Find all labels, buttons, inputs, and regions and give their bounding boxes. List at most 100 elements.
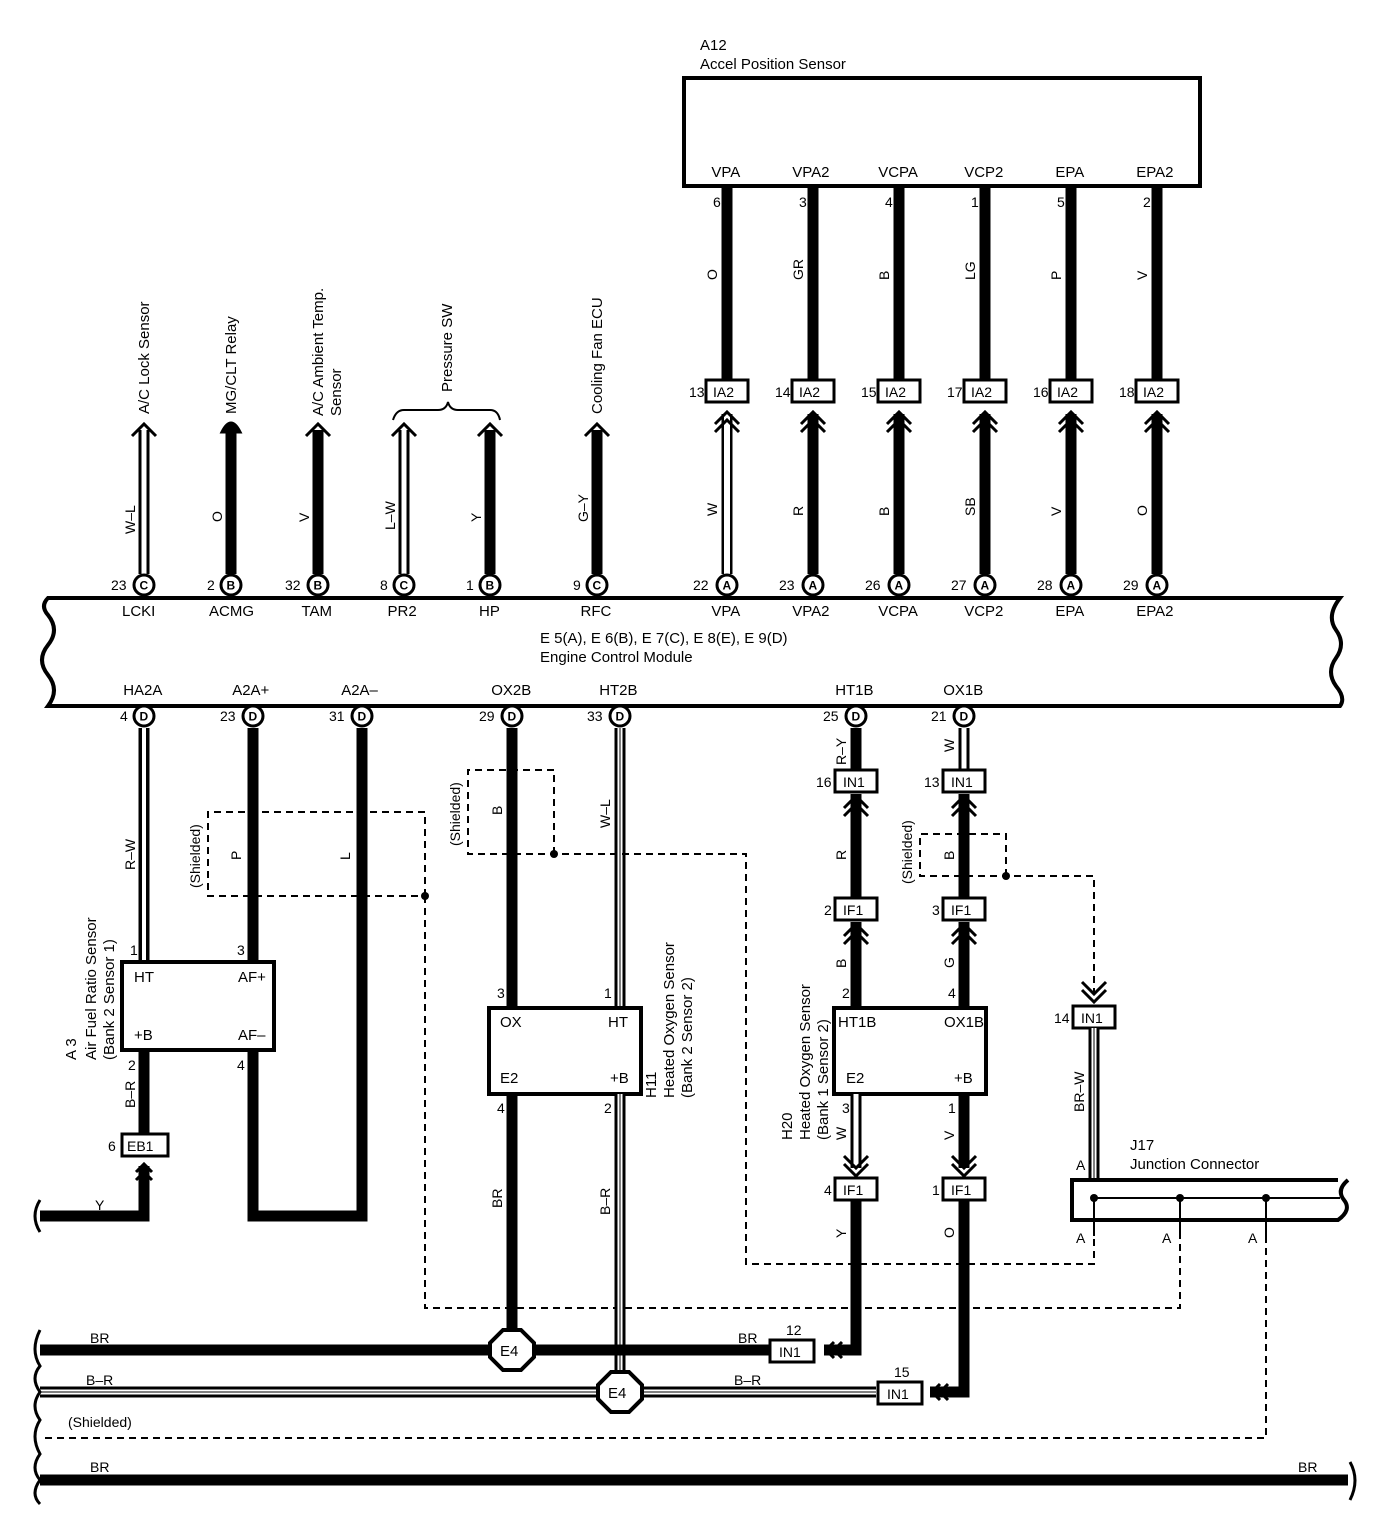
connector-if1_4-pin: 4 [824, 1182, 832, 1198]
wire-label-pr2: L–W [382, 500, 398, 530]
a3-sub: (Bank 2 Sensor 1) [101, 939, 118, 1060]
pin-tam: 32 [285, 577, 301, 593]
ground-e4-1-label: E4 [500, 1343, 518, 1360]
a3-code: A 3 [63, 1038, 80, 1060]
bottom-conn-2 [350, 704, 374, 728]
sensor-pin-epa: 5 [1057, 194, 1065, 210]
connector-in1_14-pin: 14 [1054, 1010, 1070, 1026]
connector-if1_3-id: IF1 [951, 902, 971, 918]
connector-ia2-14-id: IA2 [799, 384, 820, 400]
h11-name: Heated Oxygen Sensor [661, 942, 678, 1098]
h11-pinno-4: 4 [497, 1100, 505, 1116]
h11-pin-ht: HT [608, 1014, 628, 1031]
wire-label-h11-b: B–R [597, 1188, 613, 1215]
bottom-pin-3: 29 [479, 708, 495, 724]
h11-pin-b: +B [610, 1070, 629, 1087]
bottom-pin-2: 31 [329, 708, 345, 724]
connector-in1_15-pin: 15 [894, 1364, 910, 1380]
bottom-pin-5: 25 [823, 708, 839, 724]
bottom-pin-0: 4 [120, 708, 128, 724]
h11-shield-label: (Shielded) [447, 782, 463, 846]
ecm-term-vpa2: VPA2 [792, 603, 829, 620]
j17-pin-a1: A [1076, 1230, 1086, 1246]
term-pr2: PR2 [388, 603, 417, 620]
connector-ia2-13 [704, 378, 750, 404]
wire-label-top-vcp2: LG [962, 261, 978, 280]
connector-eb1-pin: 6 [108, 1138, 116, 1154]
h20-code: H20 [779, 1112, 796, 1140]
conn-epa [1059, 573, 1083, 597]
wire-label-acmg: O [209, 511, 225, 522]
h20-shield [919, 833, 1095, 996]
bottom-conn-1-letter: D [249, 710, 258, 724]
a3-pin-af-plus: AF+ [238, 969, 266, 986]
wire-label-hp: Y [468, 512, 484, 522]
connector-eb1 [120, 1132, 170, 1158]
a3-pinno-2: 2 [128, 1057, 136, 1073]
h20-pinno-2: 2 [842, 985, 850, 1001]
pin-vcp2: 27 [951, 577, 967, 593]
conn-hp [478, 573, 502, 597]
bottom-conn-4 [608, 704, 632, 728]
sensor-term-epa: EPA [1055, 164, 1084, 181]
a3-shield [207, 811, 1181, 1309]
connector-if1-3: IF1 3 [932, 896, 987, 946]
a3-air-fuel-ratio-sensor: R–W P L (Shielded) HT +B AF+ AF– 1 2 3 4… [40, 728, 1181, 1309]
h11-pin-e2: E2 [500, 1070, 518, 1087]
a3-body [120, 960, 276, 1052]
connector-ia2-14 [790, 378, 836, 404]
wire-label-if1-1-out: O [941, 1227, 957, 1238]
connector-in1_13-pin: 13 [924, 774, 940, 790]
bottom-term-label-0: HA2A [123, 682, 162, 699]
wire-label-ht1b-low: B [833, 959, 849, 968]
dest-rfc: Cooling Fan ECU [589, 297, 606, 414]
connector-ia2-18-id: IA2 [1143, 384, 1164, 400]
wire-label-ox2b: B [489, 806, 505, 815]
bottom-shield-line [40, 1236, 1267, 1439]
wire-label-h20-e2: W [833, 1126, 849, 1140]
pin-hp: 1 [466, 577, 474, 593]
bus-br-bottom-left: BR [90, 1459, 109, 1475]
h11-pin-ox: OX [500, 1014, 522, 1031]
sensor-term-epa2: EPA2 [1136, 164, 1173, 181]
j17-pin-a3: A [1248, 1230, 1258, 1246]
wire-label-if1-4-out: Y [833, 1228, 849, 1238]
wire-label-ha2a: R–W [122, 838, 138, 870]
connector-if1_1-id: IF1 [951, 1182, 971, 1198]
bottom-conn-3-letter: D [508, 710, 517, 724]
dest-lcki: A/C Lock Sensor [136, 301, 153, 414]
pin-vpa2: 23 [779, 577, 795, 593]
bottom-term-label-3: OX2B [491, 682, 531, 699]
a3-name: Air Fuel Ratio Sensor [83, 917, 100, 1060]
conn-epa2 [1145, 573, 1169, 597]
connector-if1_2-id: IF1 [843, 902, 863, 918]
bottom-pin-4: 33 [587, 708, 603, 724]
bottom-conn-0-letter: D [140, 710, 149, 724]
ecm-term-epa: EPA [1055, 603, 1084, 620]
ecm-term-vcpa: VCPA [878, 603, 918, 620]
wire-label-top-vpa2: GR [790, 259, 806, 280]
connector-if1_3-pin: 3 [932, 902, 940, 918]
a3-pinno-4: 4 [237, 1057, 245, 1073]
bottom-conn-1 [241, 704, 265, 728]
ground-e4-2 [596, 1370, 644, 1414]
ecm-term-vpa: VPA [711, 603, 740, 620]
j17-junction-connector: BR–W J17 Junction Connector A A A A [40, 1028, 1350, 1439]
h11-sub: (Bank 2 Sensor 2) [679, 977, 696, 1098]
ecm-name: Engine Control Module [540, 649, 693, 666]
ecm-bottom-terminals: HA2AD4A2A+D23A2A–D31OX2BD29HT2BD33HT1BD2… [120, 682, 983, 728]
connector-ia2-16 [1048, 378, 1094, 404]
ground-e4-1 [488, 1328, 536, 1372]
dest-tam: A/C Ambient Temp. [310, 288, 327, 416]
a3-pin-b: +B [134, 1027, 153, 1044]
